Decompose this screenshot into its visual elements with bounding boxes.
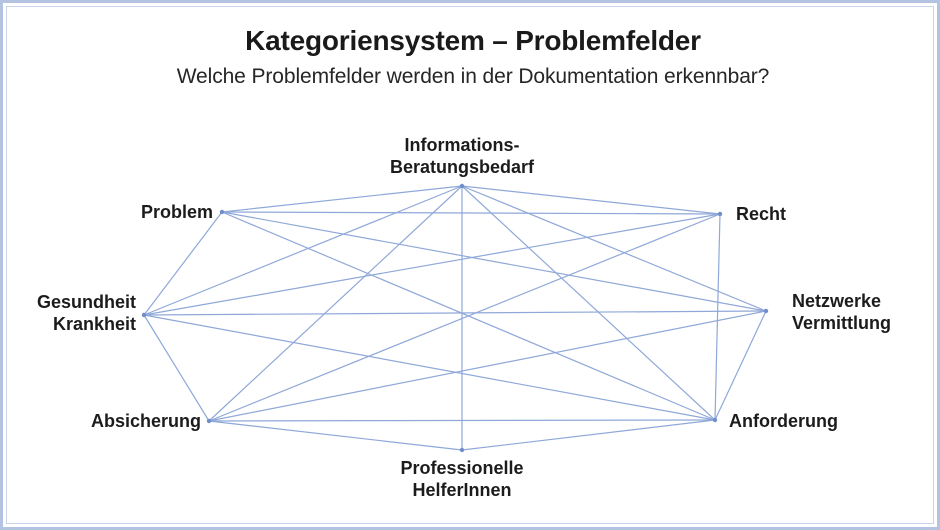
node-label-line: Beratungsbedarf (389, 157, 535, 178)
graph-node-helfer[interactable] (459, 447, 465, 453)
graph-edge (143, 213, 721, 316)
graph-edge (143, 310, 767, 316)
graph-edge (143, 211, 223, 316)
node-label-line: Anforderung (729, 411, 838, 432)
graph-edge (143, 314, 716, 421)
node-layer (141, 183, 769, 453)
graph-edge (143, 185, 463, 316)
graph-edge (714, 213, 721, 421)
network-diagram (141, 183, 769, 453)
graph-node-absicherung[interactable] (206, 418, 212, 424)
graph-edge (208, 310, 767, 422)
node-label-line: Vermittlung (792, 313, 892, 333)
graph-edge (461, 185, 721, 215)
graph-edge (208, 419, 716, 422)
graph-edge (461, 185, 767, 312)
node-label-line: Professionelle (400, 458, 524, 478)
graph-edge (461, 419, 716, 451)
node-label-line: Netzwerke (792, 291, 882, 312)
node-label-line: Informations- (404, 135, 520, 156)
graph-edge (221, 211, 721, 215)
graph-node-problem[interactable] (219, 209, 225, 215)
node-label-recht: Recht (736, 204, 786, 226)
graph-edge (208, 185, 463, 422)
graph-edge (714, 310, 767, 421)
graph-node-netzwerke[interactable] (763, 308, 769, 314)
node-label-line: Problem (140, 202, 213, 223)
node-label-line: HelferInnen (412, 479, 512, 500)
node-label-line: Gesundheit (36, 292, 136, 313)
graph-edge (208, 213, 721, 422)
graph-node-gesundheit[interactable] (141, 312, 147, 318)
node-label-line: Krankheit (52, 314, 136, 334)
node-label-info: Informations-Beratungsbedarf (390, 135, 534, 179)
graph-edge (208, 420, 463, 451)
node-label-anforderung: Anforderung (729, 411, 838, 433)
node-label-line: Recht (736, 204, 787, 225)
page-title: Kategoriensystem – Problemfelder (245, 25, 701, 56)
node-label-problem: Problem (141, 202, 213, 224)
graph-node-anforderung[interactable] (712, 417, 718, 423)
graph-edge (221, 211, 767, 312)
graph-edge (221, 185, 463, 213)
graph-edge (143, 314, 210, 422)
node-label-line: Absicherung (90, 411, 201, 432)
page-subtitle: Welche Problemfelder werden in der Dokum… (176, 65, 770, 88)
graph-edge (461, 185, 716, 421)
graph-node-info[interactable] (459, 183, 465, 189)
node-label-absicherung: Absicherung (91, 411, 201, 433)
graph-node-recht[interactable] (717, 211, 723, 217)
edge-layer (143, 185, 767, 451)
